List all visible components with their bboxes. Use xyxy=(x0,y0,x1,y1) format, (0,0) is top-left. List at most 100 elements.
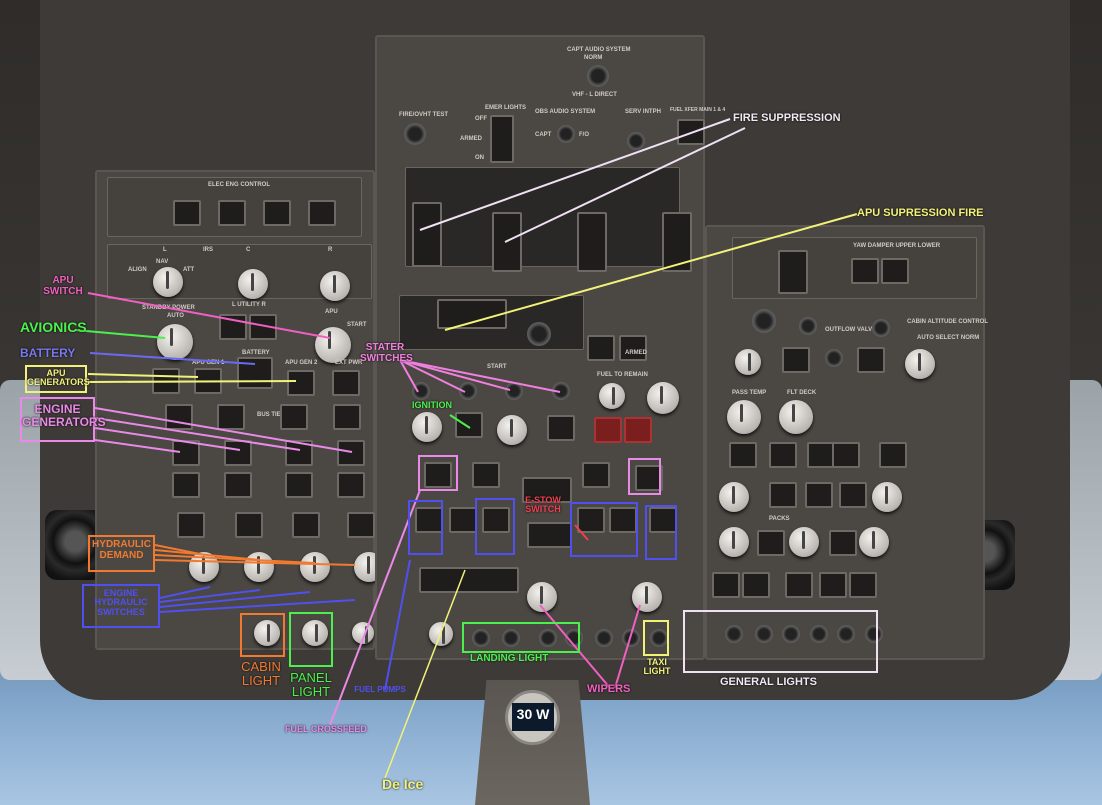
starter-4-switch[interactable] xyxy=(552,382,570,400)
l-isln-switch[interactable] xyxy=(757,530,785,556)
strobe-light-toggle[interactable] xyxy=(782,625,800,643)
apu-gen-2-switch[interactable] xyxy=(287,370,315,396)
wing-light-toggle[interactable] xyxy=(810,625,828,643)
standby-power-knob[interactable] xyxy=(157,324,193,360)
wiper-right-knob[interactable] xyxy=(632,582,662,612)
apu-fire-handle[interactable] xyxy=(437,299,507,329)
fuel-jettison-knob[interactable] xyxy=(647,382,679,414)
eec-switch-1[interactable] xyxy=(173,200,201,226)
ignition-knob[interactable] xyxy=(412,412,442,442)
landing-light-2[interactable] xyxy=(502,629,520,647)
l-utility-switch[interactable] xyxy=(219,314,247,340)
r-isln-switch[interactable] xyxy=(829,530,857,556)
bus-tie-4-switch[interactable] xyxy=(333,404,361,430)
fuel-pump-7-switch[interactable] xyxy=(649,507,677,533)
landing-alt-knob[interactable] xyxy=(735,349,761,375)
serv-intph-toggle[interactable] xyxy=(627,132,645,150)
flt-deck-knob[interactable] xyxy=(779,400,813,434)
bleed-2-switch[interactable] xyxy=(742,572,770,598)
equip-cooling-knob[interactable] xyxy=(719,482,749,512)
irs-r-knob[interactable] xyxy=(320,271,350,301)
fire-handle-4[interactable] xyxy=(662,212,692,272)
cargo-fire-disch-switch[interactable] xyxy=(619,335,647,361)
drive-disc-2-switch[interactable] xyxy=(224,472,252,498)
crossfeed-2-switch[interactable] xyxy=(472,462,500,488)
bleed-3-switch[interactable] xyxy=(819,572,847,598)
bleed-1-switch[interactable] xyxy=(712,572,740,598)
drive-disc-3-switch[interactable] xyxy=(285,472,313,498)
pack-reset-switch[interactable] xyxy=(805,482,833,508)
pack-2-knob[interactable] xyxy=(789,527,819,557)
yaw-damper-lower[interactable] xyxy=(881,258,909,284)
runway-turnoff-left[interactable] xyxy=(595,629,613,647)
outflow-left-knob[interactable] xyxy=(799,317,817,335)
irs-c-knob[interactable] xyxy=(238,269,268,299)
irs-l-knob[interactable] xyxy=(153,267,183,297)
hi-flow-switch[interactable] xyxy=(769,482,797,508)
hyd-demand-2-knob[interactable] xyxy=(244,552,274,582)
nacelle-anti-ice-switch[interactable] xyxy=(419,567,519,593)
starter-3-switch[interactable] xyxy=(505,382,523,400)
aft-cargo-ht-switch[interactable] xyxy=(879,442,907,468)
fuel-pump-4-switch[interactable] xyxy=(527,522,572,548)
fire-bottle-test[interactable] xyxy=(527,322,551,346)
bus-tie-1-switch[interactable] xyxy=(165,404,193,430)
drive-disc-1-switch[interactable] xyxy=(172,472,200,498)
outflow-manual-toggle[interactable] xyxy=(825,349,843,367)
nav-light-toggle[interactable] xyxy=(755,625,773,643)
outflow-main-r-switch[interactable] xyxy=(857,347,885,373)
fire-ext-test-switch[interactable] xyxy=(778,250,808,294)
jettison-nozzle-right[interactable] xyxy=(624,417,652,443)
ignition-select-knob[interactable] xyxy=(497,415,527,445)
hyd-demand-3-knob[interactable] xyxy=(300,552,330,582)
pack-1-knob[interactable] xyxy=(719,527,749,557)
dome-light-knob[interactable] xyxy=(352,622,374,644)
gen-control-4-switch[interactable] xyxy=(337,440,365,466)
beacon-light-toggle[interactable] xyxy=(725,625,743,643)
fuel-to-remain-knob[interactable] xyxy=(599,383,625,409)
continuous-ignition-switch[interactable] xyxy=(455,412,483,438)
bus-tie-3-switch[interactable] xyxy=(280,404,308,430)
pass-temp-knob[interactable] xyxy=(727,400,761,434)
apu-selector-knob[interactable] xyxy=(315,327,351,363)
crossfeed-4-switch[interactable] xyxy=(635,465,663,491)
starter-2-switch[interactable] xyxy=(459,382,477,400)
hyd-pump-4-switch[interactable] xyxy=(347,512,375,538)
ind-lights-toggle[interactable] xyxy=(865,625,883,643)
crossfeed-1-switch[interactable] xyxy=(424,462,452,488)
pack-3-knob[interactable] xyxy=(859,527,889,557)
eec-switch-3[interactable] xyxy=(263,200,291,226)
recirc-3-switch[interactable] xyxy=(832,442,860,468)
eec-switch-2[interactable] xyxy=(218,200,246,226)
fire-handle-1[interactable] xyxy=(412,202,442,267)
outflow-right-knob[interactable] xyxy=(872,319,890,337)
recirc-2-switch[interactable] xyxy=(807,442,835,468)
fire-handle-3[interactable] xyxy=(577,212,607,272)
hyd-pump-1-switch[interactable] xyxy=(177,512,205,538)
fuel-pump-5-switch[interactable] xyxy=(577,507,605,533)
starter-1-switch[interactable] xyxy=(412,382,430,400)
ctr-pump-switch[interactable] xyxy=(522,477,572,503)
auto-select-knob[interactable] xyxy=(905,349,935,379)
logo-light-toggle[interactable] xyxy=(837,625,855,643)
hyd-pump-2-switch[interactable] xyxy=(235,512,263,538)
autostart-switch[interactable] xyxy=(547,415,575,441)
jettison-nozzle-left[interactable] xyxy=(594,417,622,443)
ldg-alt-knob[interactable] xyxy=(752,309,776,333)
fire-test-button[interactable] xyxy=(404,123,426,145)
hyd-pump-3-switch[interactable] xyxy=(292,512,320,538)
trim-air-switch[interactable] xyxy=(729,442,757,468)
yaw-damper-upper[interactable] xyxy=(851,258,879,284)
gasper-switch[interactable] xyxy=(839,482,867,508)
crossfeed-3-switch[interactable] xyxy=(582,462,610,488)
bus-tie-2-switch[interactable] xyxy=(217,404,245,430)
aft-cargo-knob[interactable] xyxy=(872,482,902,512)
ext-pwr-2-switch[interactable] xyxy=(332,370,360,396)
panel-light-knob[interactable] xyxy=(302,620,328,646)
capt-audio-selector[interactable] xyxy=(587,65,609,87)
eec-switch-4[interactable] xyxy=(308,200,336,226)
fuel-pump-6-switch[interactable] xyxy=(609,507,637,533)
bleed-4-switch[interactable] xyxy=(849,572,877,598)
fuel-pump-1-switch[interactable] xyxy=(415,507,443,533)
outflow-main-l-switch[interactable] xyxy=(782,347,810,373)
